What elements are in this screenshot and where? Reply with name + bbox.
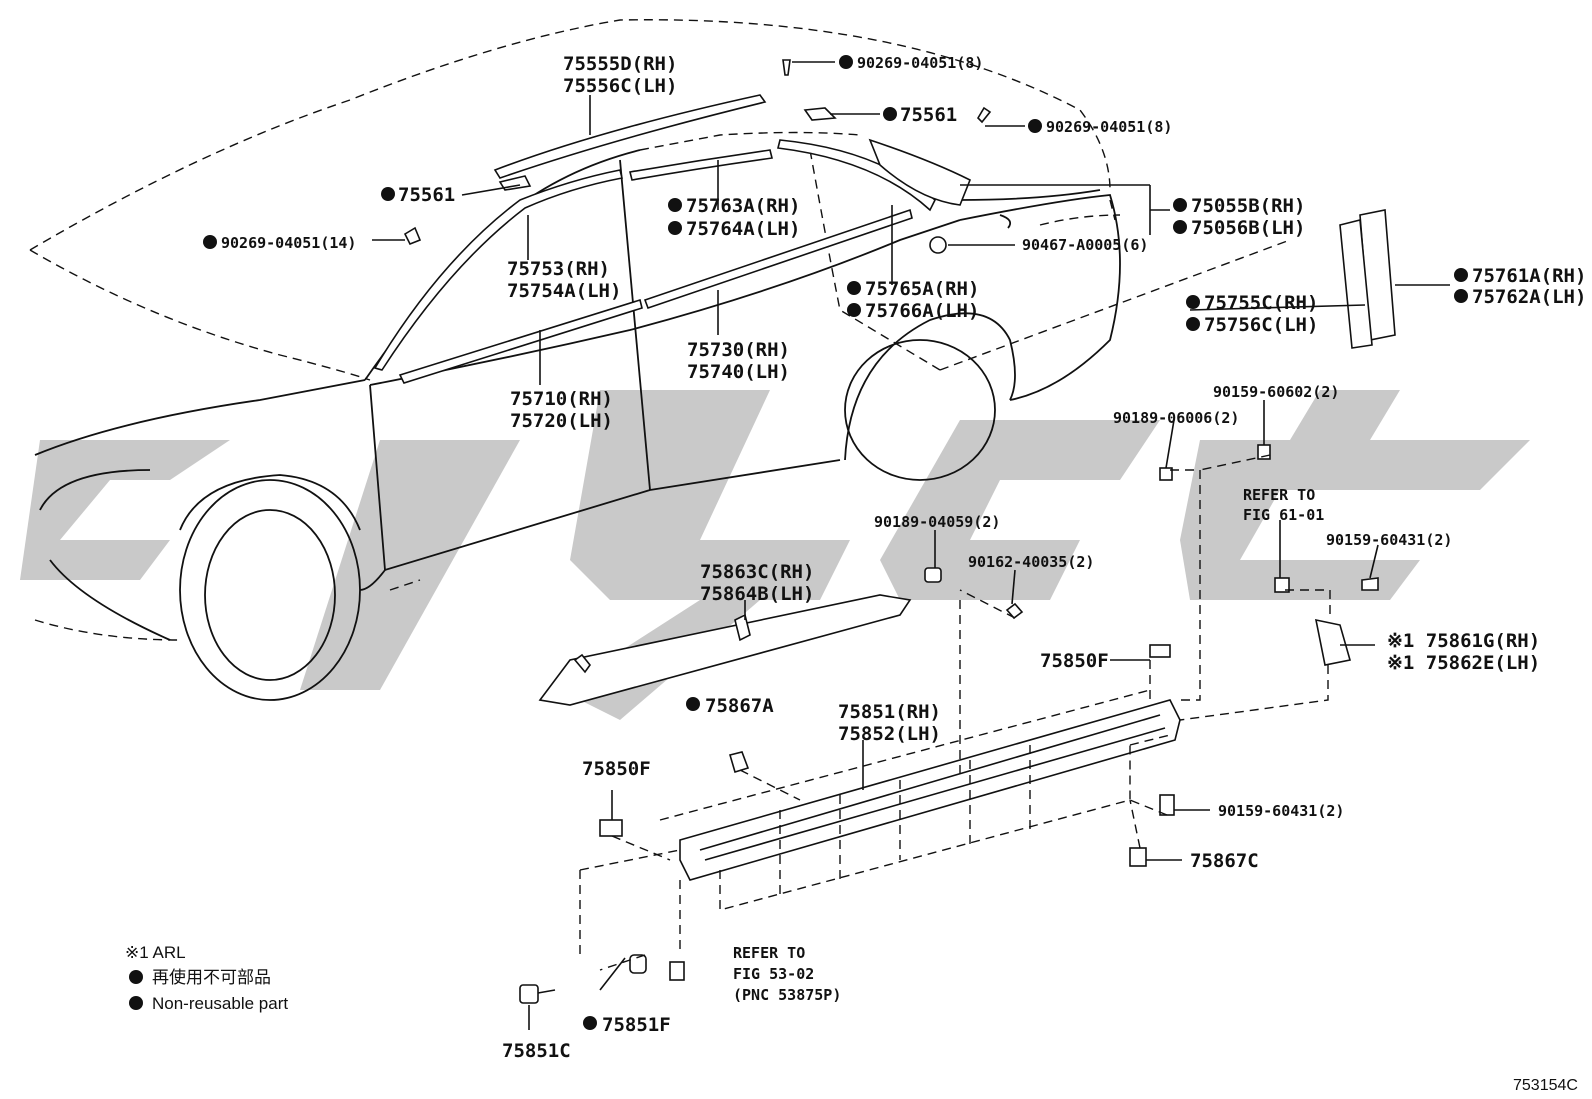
label-75756C: 75756C(LH) [1204,314,1318,336]
label-75766A: 75766A(LH) [865,300,979,322]
label-90269-04051-8a: 90269-04051(8) [857,54,983,72]
watermark [20,390,1530,720]
label-75720: 75720(LH) [510,410,613,432]
label-75561-left: 75561 [398,184,455,206]
label-75710: 75710(RH) [510,388,613,410]
legend-arl: ※1 ARL [125,943,186,962]
label-75055B: 75055B(RH) [1191,195,1305,217]
label-refer-fig-53-02-line1: REFER TO [733,944,805,962]
fasteners [403,59,1379,1004]
label-refer-fig-53-02-line2: FIG 53-02 [733,965,814,983]
label-75764A: 75764A(LH) [686,218,800,240]
part-labels: 75555D(RH) 75556C(LH) 90269-04051(8) 755… [221,53,1586,1062]
label-75740: 75740(LH) [687,361,790,383]
label-75556C: 75556C(LH) [563,75,677,97]
label-90269-04051-8b: 90269-04051(8) [1046,118,1172,136]
label-90189-04059: 90189-04059(2) [874,513,1000,531]
label-refer-fig-61-01-line1: REFER TO [1243,486,1315,504]
label-75761A: 75761A(RH) [1472,265,1586,287]
label-90162-40035: 90162-40035(2) [968,553,1094,571]
label-75862E: ※1 75862E(LH) [1387,652,1540,674]
leader-lines [372,61,1450,1030]
label-75867A: 75867A [705,695,774,717]
label-75861G: ※1 75861G(RH) [1387,630,1540,652]
label-90269-04051-14: 90269-04051(14) [221,234,356,252]
label-75763A: 75763A(RH) [686,195,800,217]
label-90159-60431b: 90159-60431(2) [1218,802,1344,820]
figure-code: 753154C [1513,1077,1578,1094]
label-refer-fig-61-01-line2: FIG 61-01 [1243,506,1324,524]
label-75762A: 75762A(LH) [1472,286,1586,308]
label-90467-A0005: 90467-A0005(6) [1022,236,1148,254]
door-mouldings [373,94,1396,384]
label-90189-06006: 90189-06006(2) [1113,409,1239,427]
assembly-lines [579,454,1331,971]
label-75850F-left: 75850F [582,758,651,780]
label-75754A: 75754A(LH) [507,280,621,302]
label-75864B: 75864B(LH) [700,583,814,605]
non-reusable-markers [129,55,1468,1030]
label-90159-60602: 90159-60602(2) [1213,383,1339,401]
label-refer-fig-53-02-line3: (PNC 53875P) [733,986,841,1004]
label-90159-60431a: 90159-60431(2) [1326,531,1452,549]
label-75755C: 75755C(RH) [1204,292,1318,314]
legend: ※1 ARL 再使用不可部品 Non-reusable part [125,943,288,1013]
label-75851F: 75851F [602,1014,671,1036]
car-body-outline [29,19,1291,701]
label-75852: 75852(LH) [838,723,941,745]
label-75850F-right: 75850F [1040,650,1109,672]
label-75753: 75753(RH) [507,258,610,280]
label-75555D: 75555D(RH) [563,53,677,75]
label-75851C: 75851C [502,1040,571,1062]
label-75867C: 75867C [1190,850,1259,872]
label-75730: 75730(RH) [687,339,790,361]
label-75851: 75851(RH) [838,701,941,723]
label-75765A: 75765A(RH) [865,278,979,300]
label-75863C: 75863C(RH) [700,561,814,583]
label-75056B: 75056B(LH) [1191,217,1305,239]
legend-non-reusable-en: Non-reusable part [152,994,288,1013]
rocker-panels [538,594,1181,881]
legend-non-reusable-jp: 再使用不可部品 [152,967,271,987]
label-75561-top: 75561 [900,104,957,126]
